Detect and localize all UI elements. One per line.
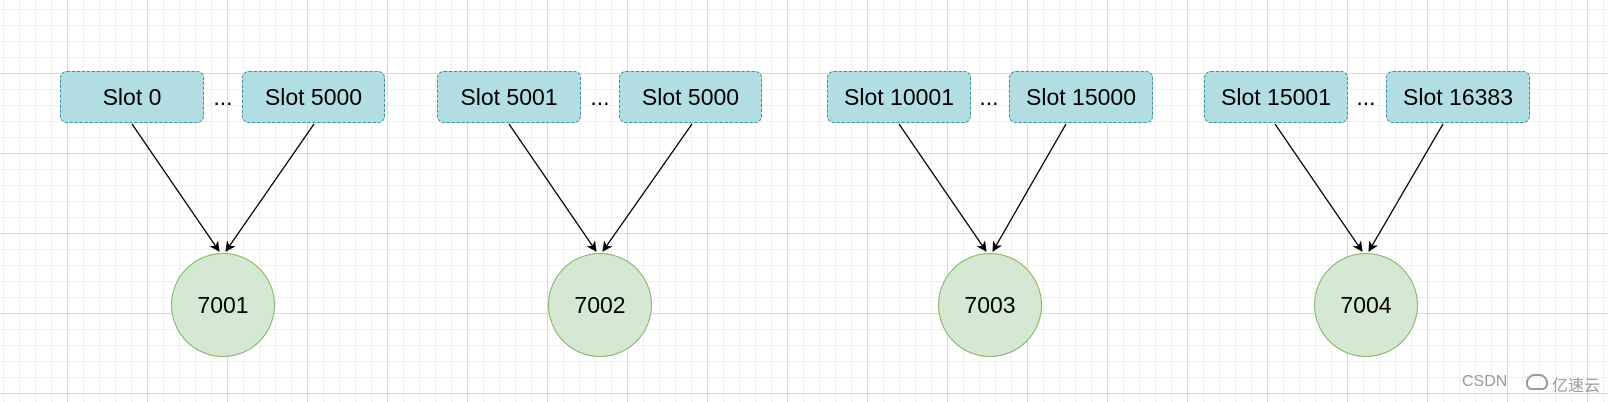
- slot-box-right-4[interactable]: Slot 16383: [1386, 71, 1530, 123]
- ellipsis-1: ...: [213, 84, 233, 110]
- node-7004[interactable]: 7004: [1314, 253, 1418, 357]
- edge-slot-left-to-node-7001: [131, 123, 220, 252]
- edge-slot-right-to-node-7003: [992, 123, 1067, 252]
- watermark-yisuyun: 亿速云: [1552, 378, 1601, 395]
- cloud-icon: [1526, 374, 1548, 390]
- node-7001[interactable]: 7001: [171, 253, 275, 357]
- ellipsis-3: ...: [979, 84, 999, 110]
- slot-box-left-2[interactable]: Slot 5001: [437, 71, 581, 123]
- watermark-csdn: CSDN: [1462, 373, 1508, 390]
- slot-box-right-2[interactable]: Slot 5000: [619, 71, 762, 123]
- node-7003[interactable]: 7003: [938, 253, 1042, 357]
- node-7002[interactable]: 7002: [548, 253, 652, 357]
- edge-slot-left-to-node-7003: [898, 123, 987, 252]
- slot-box-right-1[interactable]: Slot 5000: [242, 71, 385, 123]
- slot-box-left-3[interactable]: Slot 10001: [827, 71, 971, 123]
- edge-slot-right-to-node-7004: [1368, 123, 1444, 252]
- slot-box-right-3[interactable]: Slot 15000: [1009, 71, 1153, 123]
- edge-slot-left-to-node-7002: [508, 123, 597, 252]
- slot-box-left-1[interactable]: Slot 0: [60, 71, 204, 123]
- edge-slot-right-to-node-7001: [225, 123, 315, 252]
- ellipsis-4: ...: [1356, 84, 1376, 110]
- edge-slot-right-to-node-7002: [602, 123, 693, 252]
- ellipsis-2: ...: [590, 84, 610, 110]
- slot-box-left-4[interactable]: Slot 15001: [1204, 71, 1348, 123]
- edge-slot-left-to-node-7004: [1274, 123, 1363, 252]
